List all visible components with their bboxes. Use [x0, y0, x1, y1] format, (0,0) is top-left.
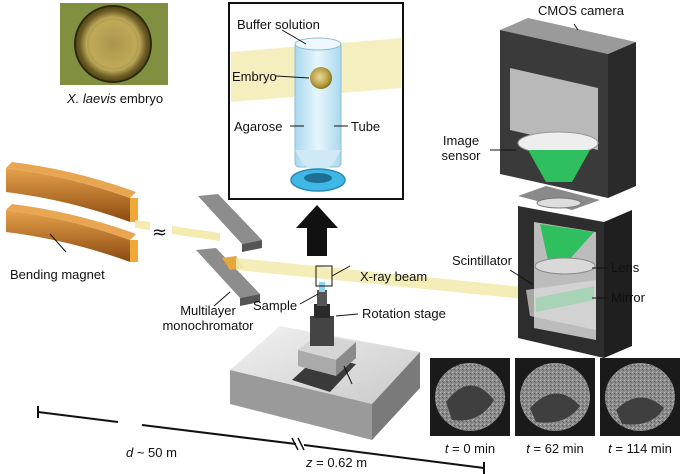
- magnify-arrow: [296, 205, 338, 256]
- bending-magnet: [6, 162, 138, 262]
- label-distance-z: z = 0.62 m: [306, 455, 368, 470]
- label-bending-magnet: Bending magnet: [10, 267, 105, 282]
- timepoint-label-0: t = 0 min: [444, 441, 496, 456]
- label-cmos-camera: CMOS camera: [538, 3, 624, 18]
- label-buffer-solution: Buffer solution: [237, 17, 320, 32]
- xray-beam: [236, 258, 534, 300]
- optics-unit: [509, 186, 632, 358]
- timepoint-label-1: t = 62 min: [526, 441, 584, 456]
- multilayer-monochromator: [196, 194, 262, 307]
- timepoint-label-2: t = 114 min: [608, 441, 672, 456]
- cmos-camera: [490, 18, 636, 198]
- beam-break-symbol: ≈: [152, 222, 167, 243]
- label-rotation-stage: Rotation stage: [362, 306, 446, 321]
- label-mirror: Mirror: [611, 290, 645, 305]
- label-xray-beam: X-ray beam: [360, 269, 428, 284]
- label-distance-d: d ~ 50 m: [126, 445, 177, 460]
- ct-slice-images: [430, 358, 680, 436]
- label-lens: Lens: [611, 260, 640, 275]
- rotation-stage-assembly: [230, 265, 420, 440]
- label-scintillator: Scintillator: [452, 253, 512, 268]
- label-agarose: Agarose: [234, 119, 283, 134]
- embryo-photo: [60, 3, 168, 85]
- label-sample: Sample: [253, 298, 298, 313]
- distance-scale: [37, 406, 485, 474]
- embryo-caption: X. laevis embryo: [67, 91, 164, 106]
- sample-inset: [228, 2, 404, 200]
- label-tube: Tube: [351, 119, 381, 134]
- label-embryo: Embryo: [232, 69, 277, 84]
